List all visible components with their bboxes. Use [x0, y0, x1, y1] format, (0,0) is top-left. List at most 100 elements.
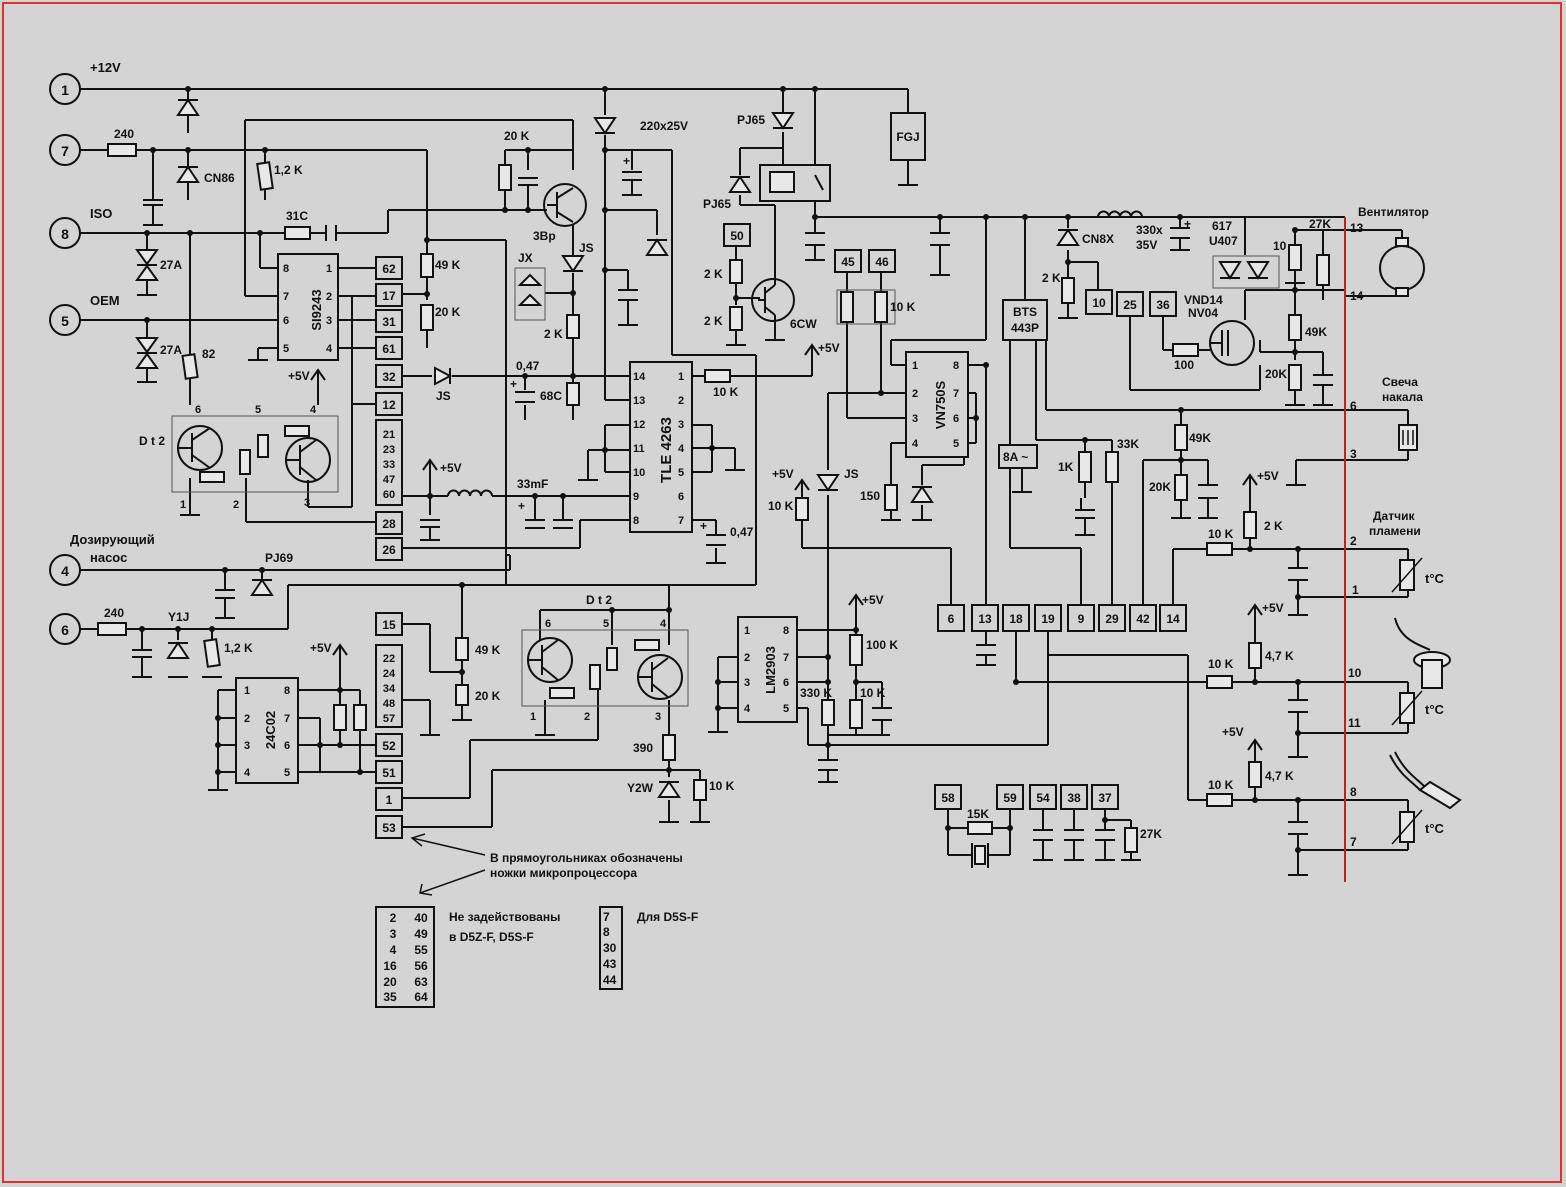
fan-motor-icon — [1379, 237, 1425, 297]
svg-text:44: 44 — [603, 973, 617, 987]
svg-text:7: 7 — [678, 515, 684, 527]
svg-text:11: 11 — [633, 443, 645, 455]
svg-text:1: 1 — [244, 685, 250, 697]
svg-text:1,2 K: 1,2 K — [274, 163, 303, 177]
svg-text:10 K: 10 K — [890, 300, 916, 314]
svg-text:46: 46 — [875, 255, 889, 269]
svg-text:+: + — [518, 499, 525, 513]
svg-text:в D5Z-F, D5S-F: в D5Z-F, D5S-F — [449, 930, 534, 944]
label-iso: ISO — [90, 206, 112, 221]
svg-text:20: 20 — [383, 975, 397, 989]
svg-text:10: 10 — [633, 467, 645, 479]
svg-text:100: 100 — [1174, 358, 1194, 372]
svg-text:6: 6 — [284, 740, 290, 752]
svg-text:VND14: VND14 — [1184, 293, 1223, 307]
svg-text:4: 4 — [326, 343, 333, 355]
svg-text:64: 64 — [414, 990, 428, 1004]
svg-text:пламени: пламени — [1369, 524, 1421, 538]
svg-text:4: 4 — [912, 438, 919, 450]
svg-text:LM2903: LM2903 — [763, 646, 778, 694]
svg-text:62: 62 — [382, 262, 396, 276]
svg-text:3: 3 — [655, 711, 661, 723]
svg-text:15K: 15K — [967, 807, 989, 821]
glow-plug-icon — [1398, 424, 1418, 451]
svg-text:2: 2 — [326, 291, 332, 303]
svg-text:10 K: 10 K — [713, 385, 739, 399]
svg-text:6CW: 6CW — [790, 317, 817, 331]
svg-text:21: 21 — [383, 429, 395, 441]
svg-text:60: 60 — [383, 489, 395, 501]
svg-text:3Bp: 3Bp — [533, 229, 556, 243]
inductors — [447, 210, 1143, 497]
svg-text:JX: JX — [518, 251, 533, 265]
svg-text:2 K: 2 K — [1042, 271, 1061, 285]
svg-text:7: 7 — [603, 910, 610, 924]
svg-text:0,47: 0,47 — [730, 525, 754, 539]
svg-text:330 K: 330 K — [800, 686, 832, 700]
component-values: 240 CN86 1,2 K 20 K 220x25V PJ65 PJ65 31… — [104, 113, 1331, 841]
svg-text:PJ65: PJ65 — [737, 113, 765, 127]
svg-text:19: 19 — [1041, 612, 1055, 626]
resistors — [97, 143, 1330, 853]
svg-text:100 K: 100 K — [866, 638, 898, 652]
svg-text:49 K: 49 K — [475, 643, 501, 657]
svg-text:20K: 20K — [1149, 480, 1171, 494]
thermistor-icons: t°C t°C t°C — [1391, 557, 1445, 845]
svg-text:68C: 68C — [540, 389, 562, 403]
svg-text:8: 8 — [1350, 785, 1357, 799]
svg-text:BTS: BTS — [1013, 305, 1037, 319]
svg-text:2: 2 — [912, 388, 918, 400]
svg-text:63: 63 — [414, 975, 428, 989]
svg-text:23: 23 — [383, 444, 395, 456]
svg-text:617: 617 — [1212, 219, 1232, 233]
svg-text:5: 5 — [255, 404, 261, 416]
svg-text:20K: 20K — [1265, 367, 1287, 381]
svg-text:JS: JS — [579, 241, 594, 255]
svg-text:1K: 1K — [1058, 460, 1074, 474]
svg-text:FGJ: FGJ — [896, 130, 919, 144]
svg-text:6: 6 — [1350, 399, 1357, 413]
svg-text:4: 4 — [660, 618, 667, 630]
svg-text:390: 390 — [633, 741, 653, 755]
svg-text:2: 2 — [244, 713, 250, 725]
svg-text:JS: JS — [844, 467, 859, 481]
svg-text:16: 16 — [383, 959, 397, 973]
svg-text:8A ~: 8A ~ — [1003, 450, 1028, 464]
svg-text:2: 2 — [678, 395, 684, 407]
svg-text:8: 8 — [284, 685, 290, 697]
svg-text:0,47: 0,47 — [516, 359, 540, 373]
svg-text:8: 8 — [283, 263, 289, 275]
svg-text:+5V: +5V — [1257, 469, 1279, 483]
svg-text:5: 5 — [953, 438, 959, 450]
svg-text:TLE 4263: TLE 4263 — [658, 417, 675, 483]
svg-text:37: 37 — [1098, 791, 1112, 805]
svg-text:13: 13 — [978, 612, 992, 626]
svg-text:3: 3 — [244, 740, 250, 752]
svg-text:+: + — [700, 519, 707, 533]
svg-text:Для D5S-F: Для D5S-F — [637, 910, 698, 924]
svg-text:12: 12 — [633, 419, 645, 431]
svg-text:82: 82 — [202, 347, 216, 361]
svg-text:ножки микропроцессора: ножки микропроцессора — [490, 866, 637, 880]
svg-text:14: 14 — [633, 371, 646, 383]
svg-text:+5V: +5V — [818, 341, 840, 355]
svg-text:54: 54 — [1036, 791, 1050, 805]
svg-text:5: 5 — [283, 343, 289, 355]
svg-text:6: 6 — [545, 618, 551, 630]
transistors — [177, 183, 1255, 700]
svg-text:33K: 33K — [1117, 437, 1139, 451]
svg-text:35: 35 — [383, 990, 397, 1004]
svg-text:1,2 K: 1,2 K — [224, 641, 253, 655]
svg-text:3: 3 — [678, 419, 684, 431]
svg-text:2 K: 2 K — [544, 327, 563, 341]
svg-text:+: + — [623, 154, 630, 168]
svg-text:7: 7 — [1350, 835, 1357, 849]
svg-text:накала: накала — [1382, 390, 1423, 404]
svg-text:D t 2: D t 2 — [139, 434, 165, 448]
